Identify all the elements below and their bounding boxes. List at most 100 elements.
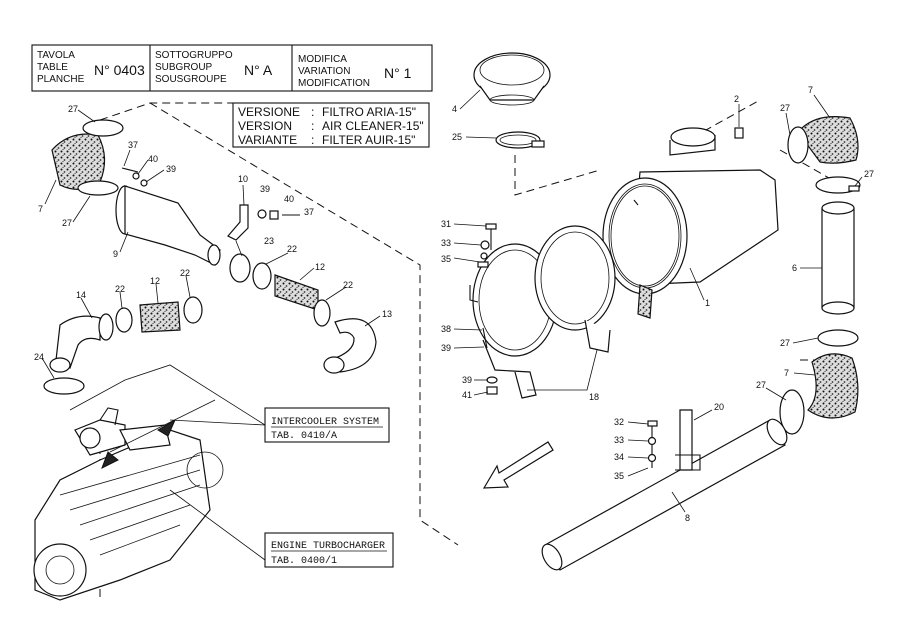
- callout-32: 32: [614, 417, 624, 427]
- elbow-hose-bottom: [779, 329, 859, 435]
- callout-7-top: 7: [808, 85, 813, 95]
- callout-7-left: 7: [38, 204, 43, 214]
- callout-20: 20: [714, 402, 724, 412]
- version-value-fr: FILTER AUIR-15": [322, 133, 415, 147]
- intercooler-box-frame: [264, 407, 390, 443]
- elbow-pipe-14: [49, 313, 114, 373]
- modification-label-fr: MODIFICATION: [298, 78, 370, 89]
- table-number: N° 0403: [94, 62, 145, 78]
- callout-39-left-a: 39: [441, 343, 451, 353]
- table-label-it: TAVOLA: [37, 50, 75, 61]
- version-sep-fr: :: [311, 133, 314, 147]
- callout-40-bracket: 40: [284, 194, 294, 204]
- callout-2: 2: [734, 94, 739, 104]
- intercooler-tab: TAB. 0410/A: [271, 430, 337, 442]
- callout-27-top: 27: [780, 103, 790, 113]
- callout-13: 13: [382, 309, 392, 319]
- callout-22-upper-a: 22: [287, 244, 297, 254]
- fastener-set-left: [477, 223, 498, 395]
- callout-1: 1: [705, 298, 710, 308]
- version-box: VERSIONE : FILTRO ARIA-15" VERSION : AIR…: [232, 102, 430, 148]
- callout-39-bracket: 39: [260, 184, 270, 194]
- version-sep-en: :: [311, 119, 314, 133]
- subgroup-label-it: SOTTOGRUPPO: [155, 50, 233, 61]
- turbocharger-tab: TAB. 0400/1: [271, 555, 337, 567]
- version-label-en: VERSION: [238, 119, 292, 133]
- callout-27-bottom: 27: [756, 380, 766, 390]
- intercooler-title: INTERCOOLER SYSTEM: [271, 417, 379, 428]
- elbow-hose-left: [51, 119, 124, 196]
- hose-and-clamps-upper: [229, 253, 331, 327]
- modification-value: N° 1: [384, 65, 412, 81]
- callout-27-pipe: 27: [864, 169, 874, 179]
- rain-cap: [473, 52, 551, 106]
- callout-25: 25: [452, 132, 462, 142]
- elbow-pipe-13: [323, 318, 377, 374]
- callout-40-adapter: 40: [148, 154, 158, 164]
- callout-27-left-top: 27: [68, 104, 78, 114]
- modification-label-it: MODIFICA: [298, 54, 347, 65]
- callout-leaders: [41, 89, 863, 513]
- callout-24: 24: [34, 352, 44, 362]
- callout-39-adapter: 39: [166, 164, 176, 174]
- callout-31: 31: [441, 219, 451, 229]
- callout-numbers: 4 25 2 27 7 27 6 27 7 27 1 31 33 35 38 3…: [34, 85, 874, 523]
- callout-33-right: 33: [614, 435, 624, 445]
- callout-37-adapter: 37: [128, 140, 138, 150]
- reference-box-turbocharger: ENGINE TURBOCHARGER TAB. 0400/1: [264, 532, 394, 568]
- callout-10: 10: [238, 174, 248, 184]
- callout-33-left: 33: [441, 238, 451, 248]
- filter-cover-assembly: [469, 225, 616, 399]
- modification-label-en: VARIATION: [298, 66, 350, 77]
- callout-27-left-bottom: 27: [62, 218, 72, 228]
- callout-14: 14: [76, 290, 86, 300]
- title-block: TAVOLA TABLE PLANCHE N° 0403 SOTTOGRUPPO…: [31, 44, 433, 92]
- title-block-frame: [31, 44, 433, 92]
- turbocharger-box-frame: [264, 532, 394, 568]
- callout-12-lower: 12: [150, 276, 160, 286]
- callout-38: 38: [441, 324, 451, 334]
- callout-22-lower-a: 22: [115, 284, 125, 294]
- callout-27-mid: 27: [780, 338, 790, 348]
- flow-direction-arrow: [482, 441, 554, 489]
- air-filter-housing: [602, 127, 779, 319]
- callout-41: 41: [462, 390, 472, 400]
- callout-8: 8: [685, 513, 690, 523]
- subgroup-label-fr: SOUSGROUPE: [155, 74, 227, 85]
- hose-clamp-25: [495, 131, 545, 149]
- callout-12-upper: 12: [315, 262, 325, 272]
- callout-4: 4: [452, 104, 457, 114]
- intake-adapter: [115, 185, 221, 266]
- table-label-en: TABLE: [37, 62, 68, 73]
- callout-37-bracket: 37: [304, 207, 314, 217]
- hose-clamp-24: [43, 377, 85, 395]
- intake-pipe: [821, 201, 855, 315]
- callout-6: 6: [792, 263, 797, 273]
- callout-23: 23: [264, 236, 274, 246]
- subgroup-label-en: SUBGROUP: [155, 62, 213, 73]
- callout-18: 18: [589, 392, 599, 402]
- fastener-set-right: [647, 420, 658, 468]
- callout-34: 34: [614, 452, 624, 462]
- callout-7-bottom: 7: [784, 368, 789, 378]
- elbow-hose-top: [787, 116, 861, 194]
- callout-39-left-b: 39: [462, 375, 472, 385]
- callout-22-lower-b: 22: [180, 268, 190, 278]
- version-label-it: VERSIONE: [238, 105, 300, 119]
- long-intake-tube: [541, 418, 788, 571]
- mounting-bracket: [675, 409, 701, 471]
- version-label-fr: VARIANTE: [238, 133, 297, 147]
- version-sep-it: :: [311, 105, 314, 119]
- version-box-frame: [232, 102, 430, 148]
- subgroup-value: N° A: [244, 62, 273, 78]
- callout-22-upper-b: 22: [343, 280, 353, 290]
- engine-illustration: [33, 407, 224, 601]
- table-label-fr: PLANCHE: [37, 74, 85, 85]
- version-value-it: FILTRO ARIA-15": [322, 105, 416, 119]
- reference-leaders: [69, 364, 266, 561]
- fastener-set-bracket: [257, 209, 300, 220]
- support-bracket: [227, 204, 249, 241]
- fastener-set-adapter: [121, 167, 148, 187]
